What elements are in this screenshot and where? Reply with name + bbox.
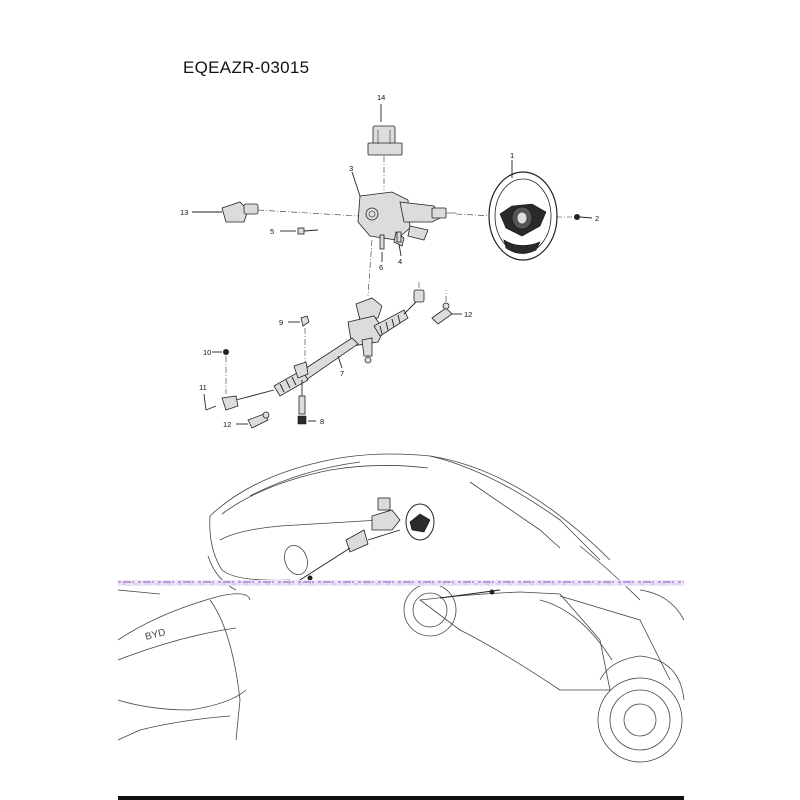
tie-rod-end-12-left-part [247,411,270,429]
intermediate-shaft-part [221,201,259,223]
callout-5: 5 [270,227,274,236]
callout-12-left: 12 [223,420,231,429]
callout-14: 14 [377,93,385,102]
callout-2: 2 [595,214,599,223]
callout-3: 3 [349,164,353,173]
callout-8: 8 [320,417,324,426]
bolt-4-part [396,231,402,243]
vehicle-outline [117,453,685,763]
vehicle-badge: BYD [144,627,167,643]
axis-line [257,209,359,217]
steering-column-part [357,191,456,247]
axis-line [367,239,373,297]
callout-11: 11 [199,383,207,392]
callout-6: 6 [379,263,383,272]
bolt-8-part [297,380,307,425]
callout-12-right: 12 [464,310,472,319]
scan-artifact-band [118,580,684,586]
callout-1: 1 [510,151,514,160]
callout-leader-7 [337,355,343,369]
callout-13: 13 [180,208,188,217]
callout-10: 10 [203,348,211,357]
callout-leader-2 [579,216,593,219]
nut-10-part [223,349,229,355]
callout-9: 9 [279,318,283,327]
axis-line [455,213,495,217]
cotter-pin-11-part [205,405,217,411]
tie-rod-end-right-part [413,282,425,303]
steering-motor-part [367,125,403,156]
bolt-6-part [379,234,385,262]
steering-wheel-part [488,171,558,261]
callout-leader-11 [203,393,207,411]
callout-leader-3 [351,171,361,197]
bolt-5-part [297,227,319,235]
nut-9-part [300,315,310,327]
bottom-rule [118,796,684,800]
tie-rod-end-left-part [221,395,239,411]
diagram-code: EQEAZR-03015 [183,58,310,77]
tie-rod-end-12-right-part [431,302,453,325]
steering-gear-part [235,297,419,401]
callout-4: 4 [398,257,402,266]
callout-7: 7 [340,369,344,378]
nut-2-part [574,214,580,220]
callout-leader-4 [398,243,402,257]
